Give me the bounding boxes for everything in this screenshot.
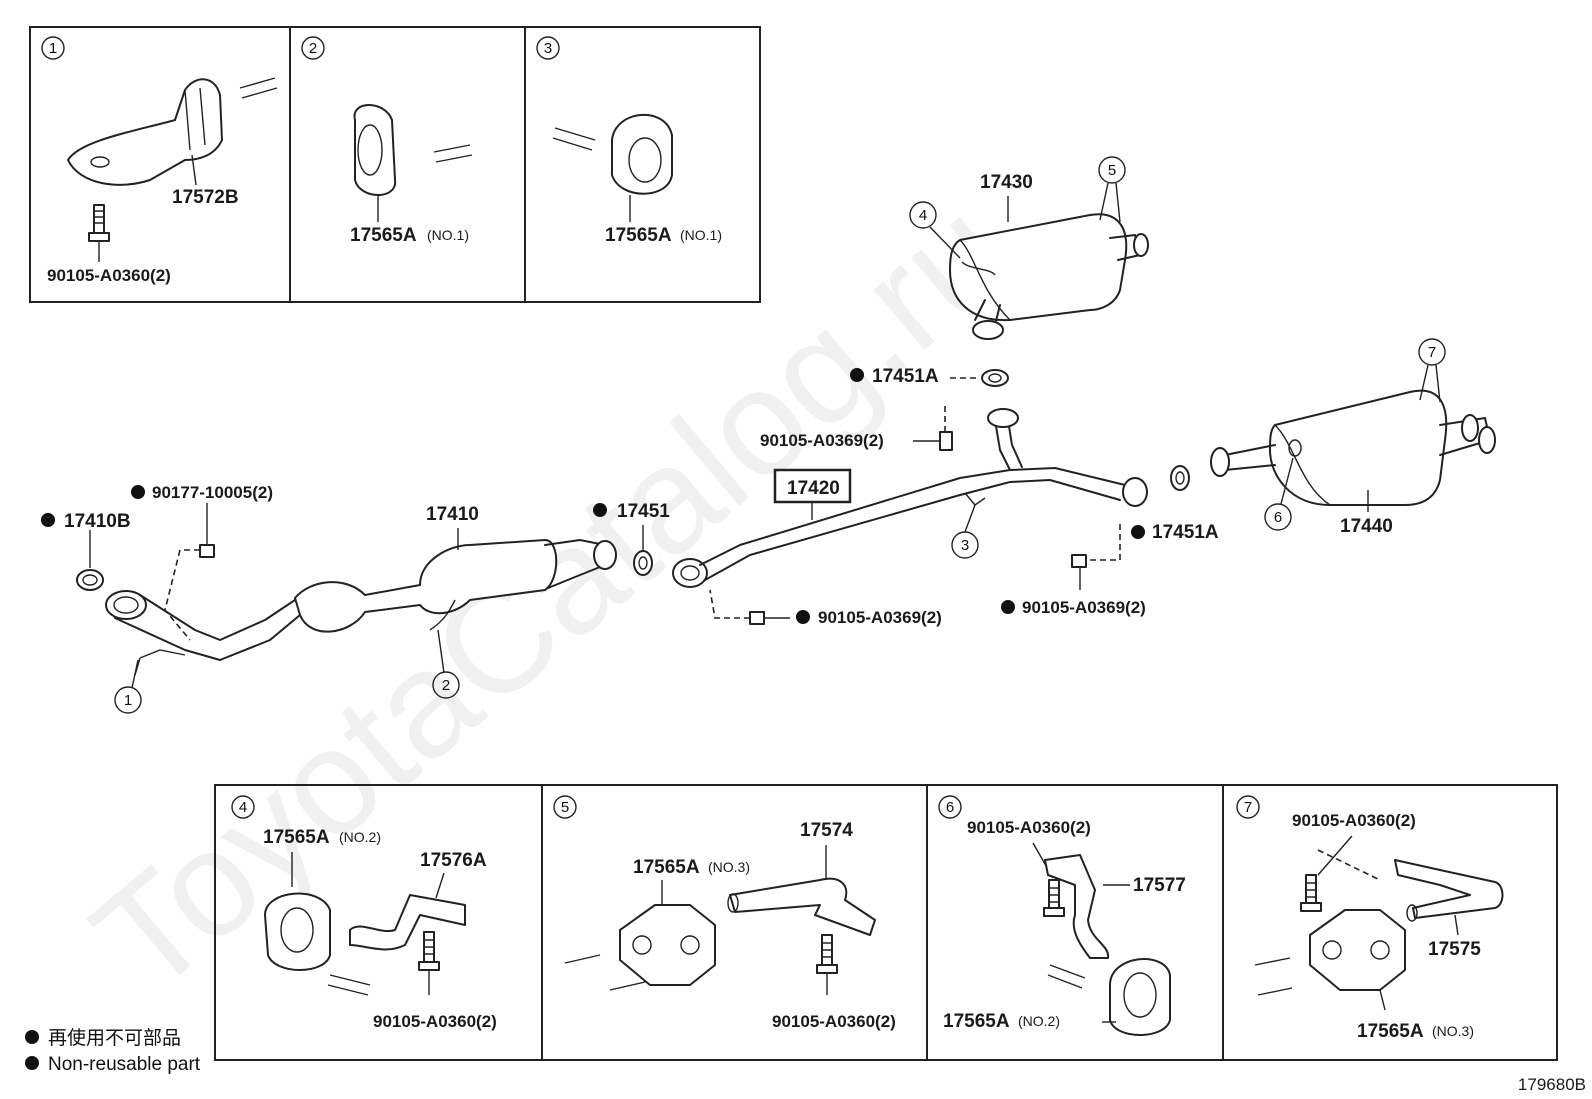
nut-drawing [199,544,215,558]
rubber-hanger-drawing [1047,958,1171,1036]
label-17440: 17440 [1340,516,1393,537]
inset-3-sub-label: (NO.1) [680,227,722,243]
bolt-drawing [88,204,110,242]
inset-6-bracket-label: 17577 [1133,875,1186,896]
bracket-17572B-drawing [67,77,278,186]
bolt-drawing [1300,874,1322,912]
diagram-id: 179680B [1518,1075,1586,1094]
legend-japanese: 再使用不可部品 [48,1027,181,1049]
legend-dot [25,1056,39,1070]
label-17410B: 17410B [64,511,131,532]
inset-1-number: 1 [49,40,57,57]
non-reusable-dot [41,513,55,527]
callout-6: 6 [1274,509,1282,526]
label-17420: 17420 [787,478,840,499]
inset-3-part-label: 17565A [605,225,672,246]
gasket-17451A-top [981,369,1009,387]
legend-dot [25,1030,39,1044]
callout-2: 2 [442,677,450,694]
non-reusable-dot [1131,525,1145,539]
rubber-hanger-drawing [353,104,473,196]
non-reusable-dot [796,610,810,624]
muffler-17430 [949,213,1149,340]
non-reusable-dot [1001,600,1015,614]
legend-english: Non-reusable part [48,1054,201,1075]
bolt-drawing [1043,879,1065,917]
inset-2-number: 2 [309,40,317,57]
label-90105-A0369-upper: 90105-A0369(2) [760,431,884,450]
inset-4-number: 4 [239,799,247,816]
inset-6-number: 6 [946,799,954,816]
label-17451A-mid: 17451A [1152,522,1219,543]
non-reusable-dot [131,485,145,499]
inset-5-bolt-label: 90105-A0360(2) [772,1012,896,1031]
bolt-drawing [749,611,765,625]
callout-7: 7 [1428,344,1436,361]
non-reusable-dot [850,368,864,382]
inset-5-part-label: 17565A [633,857,700,878]
label-90105-A0369-lower: 90105-A0369(2) [818,608,942,627]
inset-3: 3 17565A (NO.1) [524,26,761,303]
inset-7-bracket-label: 17575 [1428,939,1481,960]
inset-2: 2 17565A (NO.1) [289,26,526,303]
label-17410: 17410 [426,504,479,525]
muffler-17440 [1210,389,1496,506]
inset-6-bolt-label: 90105-A0360(2) [967,818,1091,837]
gasket-17410B [76,569,104,591]
inset-7-number: 7 [1244,799,1252,816]
inset-5-bracket-label: 17574 [800,820,853,841]
bolt-drawing [418,931,440,971]
inset-6: 6 90105-A0360(2) 17577 17565A (NO.2) [926,784,1224,1061]
bracket-17577-drawing [1044,854,1110,959]
inset-6-part-label: 17565A [943,1011,1010,1032]
inset-3-number: 3 [544,40,552,57]
inset-7-part-label: 17565A [1357,1021,1424,1042]
callout-4: 4 [919,207,927,224]
inset-6-sub-label: (NO.2) [1018,1013,1060,1029]
callout-3: 3 [961,537,969,554]
watermark: ToyotaCatalog.ru [63,167,1040,1025]
front-pipe-17410 [105,539,617,676]
inset-2-part-label: 17565A [350,225,417,246]
inset-5-sub-label: (NO.3) [708,859,750,875]
inset-4: 4 17565A (NO.2) 17576A 90105-A0360(2) [214,784,543,1061]
legend: 再使用不可部品 Non-reusable part [25,1027,201,1075]
label-17430: 17430 [980,172,1033,193]
label-90177: 90177-10005(2) [152,483,273,502]
inset-7-sub-label: (NO.3) [1432,1023,1474,1039]
inset-4-bracket-label: 17576A [420,850,487,871]
inset-5: 5 17565A (NO.3) 17574 90105-A0360(2) [541,784,928,1061]
inset-4-part-label: 17565A [263,827,330,848]
inset-1-part-label: 17572B [172,187,239,208]
label-90105-A0369-right: 90105-A0369(2) [1022,598,1146,617]
inset-1-bolt-label: 90105-A0360(2) [47,266,171,285]
inset-4-sub-label: (NO.2) [339,829,381,845]
callout-5: 5 [1108,162,1116,179]
gasket-17451 [633,550,653,576]
non-reusable-dot [593,503,607,517]
inset-1: 1 17572B 90105-A0360(2) [29,26,291,303]
inset-7-bolt-label: 90105-A0360(2) [1292,811,1416,830]
inset-4-bolt-label: 90105-A0360(2) [373,1012,497,1031]
bolt-drawing [939,431,953,451]
inset-5-number: 5 [561,799,569,816]
rubber-hanger-drawing [552,113,673,195]
bracket-17576A-drawing [349,894,466,951]
inset-2-sub-label: (NO.1) [427,227,469,243]
bolt-drawing [816,934,838,974]
rubber-hanger-drawing [264,892,371,996]
callout-1: 1 [124,692,132,709]
gasket-17451A-mid [1170,465,1190,491]
bracket-17575-drawing [1394,859,1504,922]
center-pipe-17420 [672,408,1148,588]
rubber-hanger-drawing [564,904,716,991]
label-17451A-top: 17451A [872,366,939,387]
inset-7: 7 90105-A0360(2) 17575 17565A (NO.3) [1222,784,1558,1061]
label-17451: 17451 [617,501,670,522]
bracket-17574-drawing [727,877,876,936]
bolt-drawing [1071,554,1087,568]
rubber-hanger-drawing [1254,909,1406,996]
